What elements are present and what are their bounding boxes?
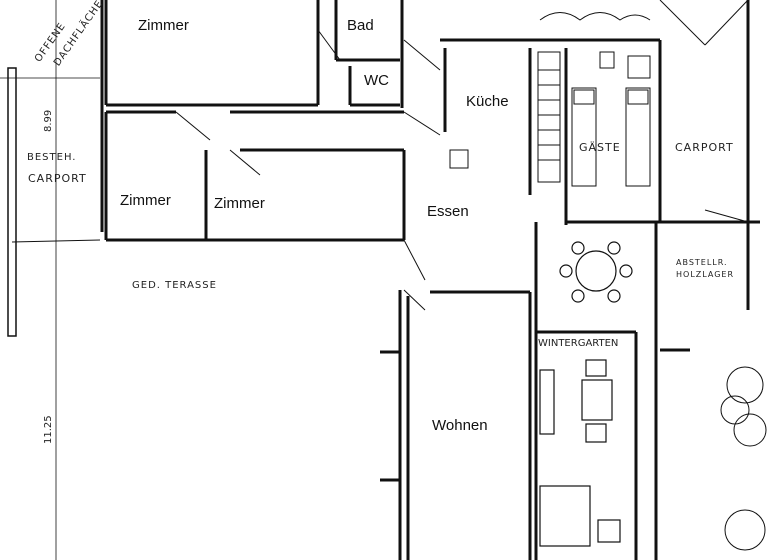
stove-symbol [449,149,469,169]
wintergarten-furniture [539,359,621,547]
guest-beds [571,51,651,187]
note-besteh-carport: CARPORT [28,172,87,185]
left-existing-carport-wall [0,0,101,560]
door-swings [175,0,749,311]
dimension-8-99: 8.99 [43,109,54,132]
room-label-wohnen: Wohnen [432,417,488,434]
note-abstellr: ABSTELLR. [676,258,728,267]
dining-table [559,241,633,303]
staircase [537,51,561,183]
room-label-essen: Essen [427,203,469,220]
lower-wing-walls [380,222,690,560]
room-label-wc: WC [364,72,389,89]
room-label-wintergarten: WINTERGARTEN [538,338,619,349]
note-terasse: GED. TERASSE [132,280,217,291]
room-label-zimmer-top: Zimmer [138,17,189,34]
trees [539,12,767,551]
room-label-bad: Bad [347,17,374,34]
upper-wing-walls [100,0,760,310]
room-label-zimmer-left: Zimmer [120,192,171,209]
room-label-zimmer-mid: Zimmer [214,195,265,212]
note-holzlager: HOLZLAGER [676,270,735,279]
room-label-gaeste: GÄSTE [579,141,621,154]
dimension-11-25: 11.25 [43,415,54,444]
room-label-kueche: Küche [466,93,509,110]
note-besteh: BESTEH. [27,152,77,163]
room-label-carport: CARPORT [675,141,734,154]
